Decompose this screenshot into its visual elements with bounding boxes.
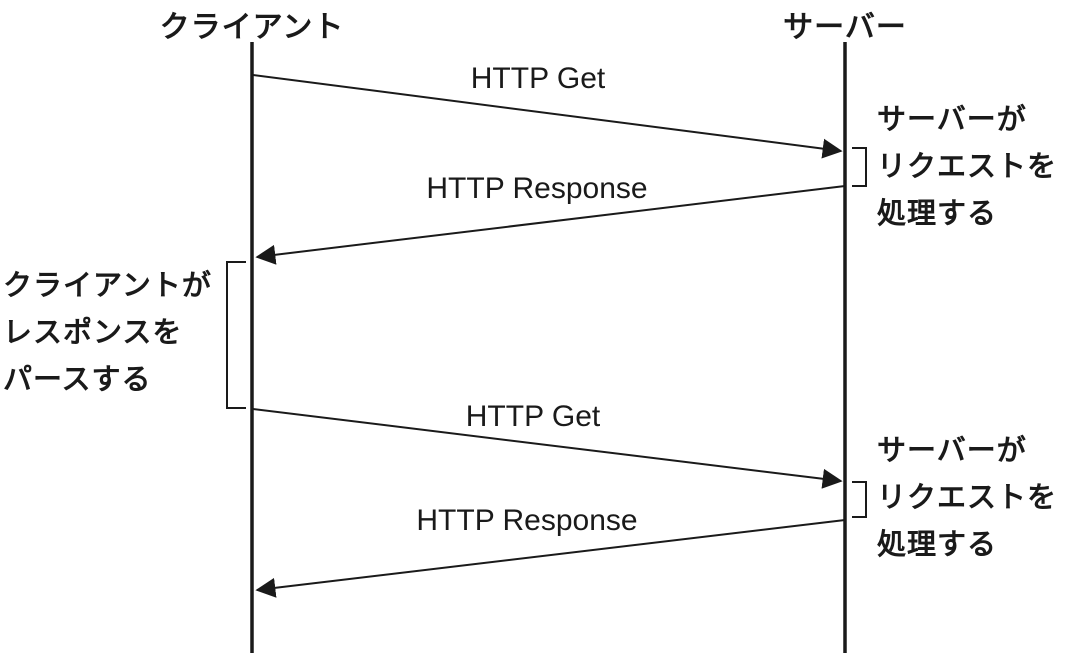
message-label-http-get-2: HTTP Get bbox=[465, 400, 601, 433]
annotation-line: レスポンスを bbox=[3, 317, 183, 349]
annotation-server-processing-2: サーバーが リクエストを 処理する bbox=[877, 428, 1057, 569]
message-label-http-response-2: HTTP Response bbox=[416, 504, 638, 537]
client-parsing-bracket bbox=[226, 261, 246, 409]
annotation-line: リクエストを bbox=[877, 151, 1058, 183]
annotation-server-processing-1: サーバーが リクエストを 処理する bbox=[877, 97, 1057, 238]
annotation-line: リクエストを bbox=[877, 482, 1058, 514]
arrow-http-get-1 bbox=[252, 74, 843, 159]
server-processing-bracket-2 bbox=[852, 481, 867, 518]
annotation-client-parsing: クライアントが レスポンスを パースする bbox=[3, 263, 212, 404]
annotation-line: 処理する bbox=[877, 529, 998, 561]
actor-label-client: クライアント bbox=[159, 11, 345, 44]
annotation-line: 処理する bbox=[877, 198, 998, 230]
arrow-http-response-2 bbox=[255, 519, 846, 598]
message-label-http-response-1: HTTP Response bbox=[426, 172, 648, 205]
arrow-http-get-2 bbox=[252, 408, 843, 489]
actor-label-server: サーバー bbox=[783, 11, 907, 44]
server-processing-bracket-1 bbox=[852, 147, 867, 187]
annotation-line: サーバーが bbox=[877, 435, 1027, 467]
annotation-line: サーバーが bbox=[877, 104, 1027, 136]
annotation-line: クライアントが bbox=[3, 270, 212, 302]
arrow-http-response-1 bbox=[255, 185, 846, 265]
message-label-http-get-1: HTTP Get bbox=[470, 62, 606, 95]
annotation-line: パースする bbox=[3, 364, 152, 396]
